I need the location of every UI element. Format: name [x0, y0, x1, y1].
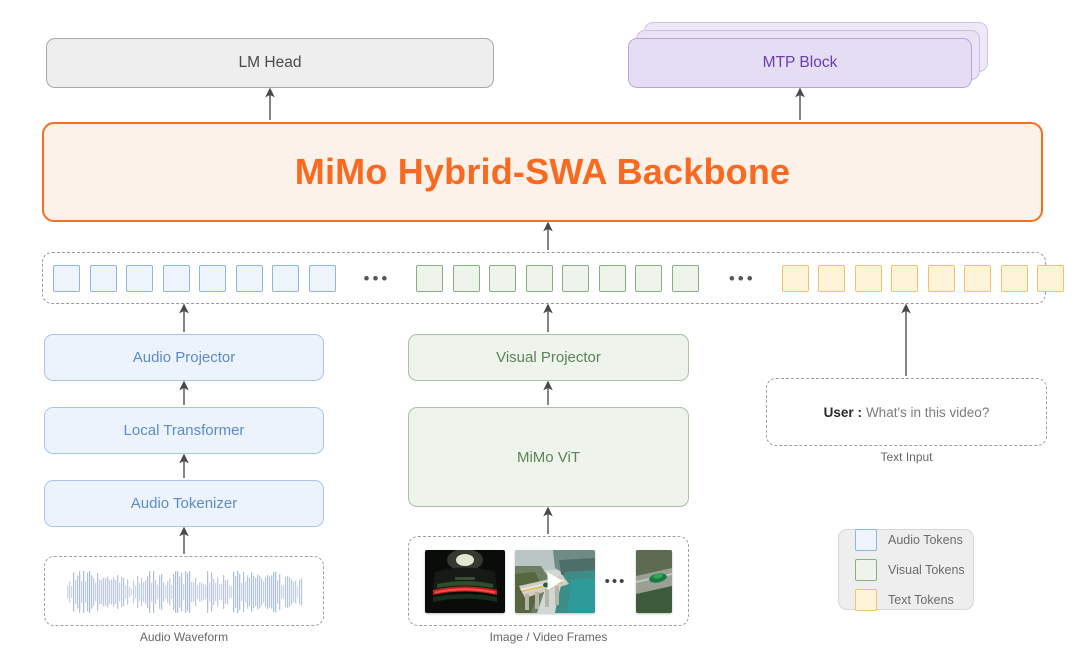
legend-item-visual: Visual Tokens	[855, 558, 973, 581]
lm-head-label: LM Head	[238, 54, 302, 71]
visual-swatch-icon	[855, 558, 877, 581]
text-input-container[interactable]: User : What's in this video?	[766, 378, 1047, 446]
visual-projector-box[interactable]: Visual Projector	[408, 334, 689, 381]
text-input-caption: Text Input	[880, 450, 933, 464]
frame-thumbnail-coastal-bridge[interactable]	[514, 549, 595, 613]
visual-token	[562, 264, 590, 292]
audio-token	[89, 264, 117, 292]
text-token	[964, 264, 992, 292]
mtp-block-box[interactable]: MTP Block	[628, 38, 972, 88]
mimo-vit-label: MiMo ViT	[516, 448, 581, 466]
visual-token	[635, 264, 663, 292]
audio-token	[272, 264, 299, 292]
audio-token	[308, 264, 336, 292]
audio-token	[126, 264, 153, 292]
audio-projector-box[interactable]: Audio Projector	[44, 334, 324, 381]
legend-label: Visual Tokens	[888, 562, 965, 577]
visual-token-group	[416, 264, 699, 292]
frames-separator: •••	[604, 572, 627, 590]
audio-token	[199, 264, 226, 292]
token-sequence-strip: ••• •••	[42, 252, 1065, 304]
mimo-vit-box[interactable]: MiMo ViT	[408, 407, 689, 507]
text-token	[1000, 264, 1028, 292]
text-token	[854, 264, 882, 292]
image-video-frames-container: •••	[408, 536, 689, 626]
token-separator-1: •••	[363, 268, 391, 288]
text-token-group	[781, 264, 1065, 292]
text-token	[1037, 264, 1065, 292]
audio-tokenizer-box[interactable]: Audio Tokenizer	[44, 480, 324, 527]
legend-label: Audio Tokens	[888, 532, 963, 547]
visual-token	[671, 264, 699, 292]
visual-token	[598, 264, 626, 292]
backbone-box[interactable]: MiMo Hybrid-SWA Backbone	[42, 122, 1043, 222]
visual-token	[452, 264, 480, 292]
user-query-text: What's in this video?	[865, 404, 990, 420]
backbone-label: MiMo Hybrid-SWA Backbone	[294, 151, 791, 192]
legend-item-text: Text Tokens	[855, 588, 973, 611]
image-video-frames-caption: Image / Video Frames	[489, 630, 608, 644]
text-token	[891, 264, 919, 292]
text-token	[927, 264, 955, 292]
legend-label: Text Tokens	[888, 592, 954, 607]
text-swatch-icon	[855, 588, 877, 611]
visual-token	[416, 264, 444, 292]
play-icon[interactable]	[547, 572, 563, 590]
frame-thumbnail-car-rear[interactable]	[424, 549, 505, 613]
audio-projector-label: Audio Projector	[132, 349, 236, 366]
user-role-label: User :	[823, 404, 862, 420]
audio-waveform-container	[44, 556, 324, 626]
audio-swatch-icon	[855, 528, 877, 551]
visual-projector-label: Visual Projector	[496, 349, 601, 366]
audio-waveform-icon	[67, 571, 303, 613]
text-token	[781, 264, 809, 292]
audio-token	[162, 264, 190, 292]
visual-token	[525, 264, 553, 292]
legend-item-audio: Audio Tokens	[855, 528, 973, 551]
audio-token	[53, 264, 80, 292]
audio-tokenizer-label: Audio Tokenizer	[130, 495, 238, 512]
token-separator-2: •••	[728, 268, 756, 288]
audio-waveform-caption: Audio Waveform	[139, 630, 229, 644]
local-transformer-label: Local Transformer	[123, 422, 245, 439]
visual-token	[489, 264, 517, 292]
local-transformer-box[interactable]: Local Transformer	[44, 407, 324, 454]
text-token	[818, 264, 846, 292]
audio-token	[235, 264, 263, 292]
mtp-block-label: MTP Block	[762, 54, 838, 71]
lm-head-box[interactable]: LM Head	[46, 38, 494, 88]
audio-token-group	[53, 264, 336, 292]
frame-thumbnail-green-car[interactable]	[636, 549, 673, 613]
